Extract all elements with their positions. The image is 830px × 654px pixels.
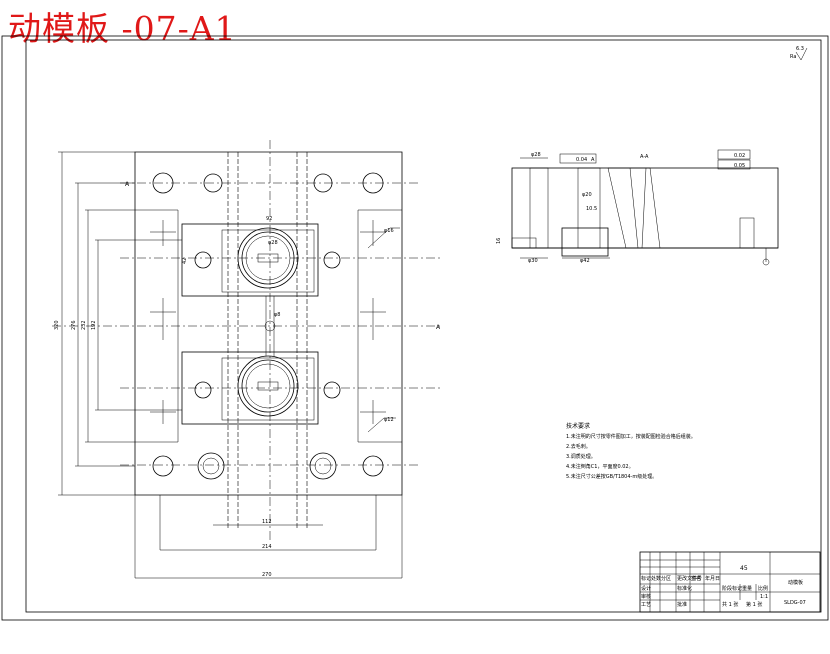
view-marker-right: A [436, 324, 441, 331]
svg-text:阶段标记: 阶段标记 [722, 585, 742, 592]
svg-text:2.去毛刺。: 2.去毛刺。 [566, 443, 591, 450]
svg-text:φ42: φ42 [580, 258, 590, 264]
svg-text:10.5: 10.5 [586, 206, 597, 212]
svg-text:320: 320 [54, 320, 60, 330]
svg-text:4.未注倒角C1，平面度0.02。: 4.未注倒角C1，平面度0.02。 [566, 463, 634, 470]
svg-text:192: 192 [91, 320, 97, 330]
svg-text:φ16: φ16 [384, 228, 394, 234]
part-name-cell: 动模板 [788, 579, 803, 586]
svg-text:A-A: A-A [640, 154, 649, 160]
svg-text:92: 92 [266, 216, 272, 222]
svg-text:批准: 批准 [677, 601, 687, 608]
svg-text:φ28: φ28 [268, 240, 278, 246]
svg-text:Ra: Ra [790, 54, 796, 60]
roughness-symbol: Ra 6.3 [790, 46, 808, 61]
svg-text:设计: 设计 [641, 585, 651, 592]
svg-text:0.04: 0.04 [576, 157, 587, 163]
section-view: A-A 0.04 A 0.02 0.05 φ28 φ30 φ42 φ20 16 … [496, 149, 779, 266]
svg-text:42: 42 [182, 258, 188, 264]
svg-text:16: 16 [496, 238, 502, 244]
view-marker-top: A [125, 181, 130, 188]
svg-text:审核: 审核 [641, 593, 651, 600]
drawing-frame [25, 39, 822, 613]
svg-text:φ12: φ12 [384, 417, 394, 423]
svg-text:φ30: φ30 [528, 258, 538, 264]
technical-requirements: 技术要求 1.未注明的尺寸按零件图加工，按装配图检验合格后组装。 2.去毛刺。 … [566, 422, 696, 480]
svg-text:214: 214 [262, 544, 272, 550]
svg-text:φ20: φ20 [582, 192, 592, 198]
svg-text:φ8: φ8 [274, 312, 280, 318]
svg-text:标准化: 标准化 [677, 585, 692, 592]
title-block: 45 动模板 SLDG-07 阶段标记 重量 比例 1:1 共 1 张 第 1 … [639, 551, 821, 613]
svg-text:比例: 比例 [758, 585, 768, 592]
svg-text:工艺: 工艺 [641, 602, 651, 608]
svg-text:处数: 处数 [651, 575, 661, 582]
svg-text:276: 276 [71, 320, 77, 330]
svg-text:3.调质处理。: 3.调质处理。 [566, 453, 596, 460]
svg-text:分区: 分区 [661, 575, 671, 582]
svg-text:共 1 张: 共 1 张 [722, 601, 738, 608]
sheet-border [1, 35, 829, 621]
svg-text:重量: 重量 [742, 585, 752, 592]
svg-text:第 1 张: 第 1 张 [746, 601, 762, 608]
svg-text:φ28: φ28 [531, 152, 541, 158]
plan-view: A A 320 276 232 192 42 112 214 270 92 φ1… [52, 140, 441, 579]
svg-text:标记: 标记 [641, 575, 651, 582]
svg-text:签名: 签名 [691, 575, 701, 582]
svg-text:0.02: 0.02 [734, 153, 745, 159]
svg-text:112: 112 [262, 519, 272, 525]
svg-text:技术要求: 技术要求 [566, 422, 590, 430]
drawing-title: 动模板 -07-A1 [8, 9, 237, 48]
svg-text:更改文件号: 更改文件号 [677, 575, 702, 582]
drawing-no-cell: SLDG-07 [784, 600, 806, 606]
svg-text:5.未注尺寸公差按GB/T1804-m级处理。: 5.未注尺寸公差按GB/T1804-m级处理。 [566, 473, 657, 480]
svg-text:年月日: 年月日 [705, 575, 720, 582]
svg-text:270: 270 [262, 572, 272, 578]
svg-text:A: A [591, 157, 595, 163]
svg-text:232: 232 [81, 320, 87, 330]
material-cell: 45 [740, 565, 748, 572]
svg-text:1:1: 1:1 [760, 594, 768, 600]
svg-text:0.05: 0.05 [734, 163, 745, 169]
svg-text:6.3: 6.3 [796, 46, 804, 52]
svg-text:1.未注明的尺寸按零件图加工，按装配图检验合格后组装。: 1.未注明的尺寸按零件图加工，按装配图检验合格后组装。 [566, 433, 696, 440]
